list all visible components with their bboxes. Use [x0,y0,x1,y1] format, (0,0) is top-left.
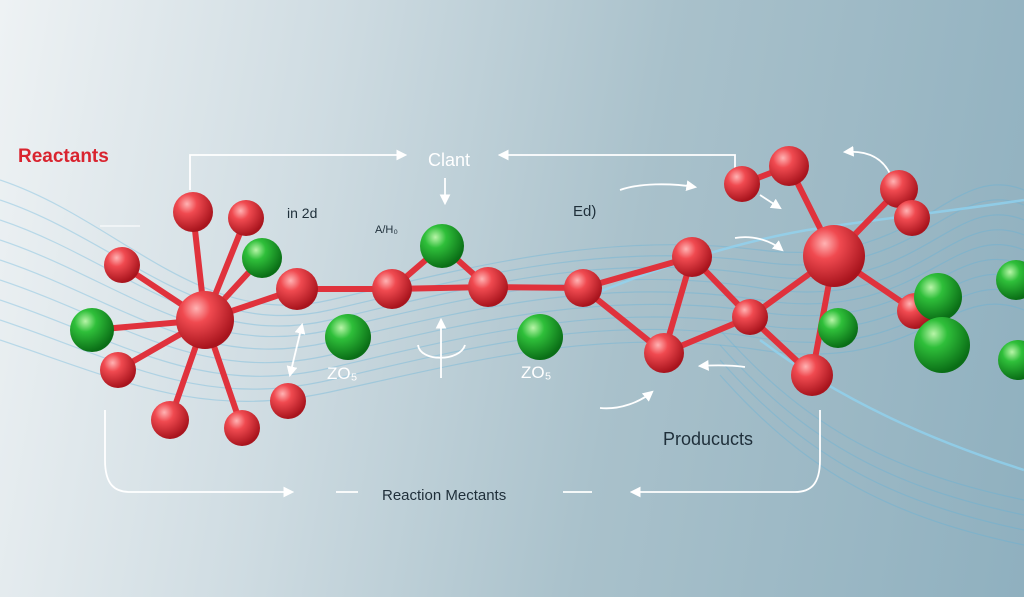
red-atom [564,269,602,307]
red-atom [468,267,508,307]
red-atom [100,352,136,388]
footer-label: Reaction Mectants [382,487,507,504]
green-atom [517,314,563,360]
green-atom [242,238,282,278]
products-label: Producucts [663,429,754,449]
frame-arrows [100,145,893,498]
green-atom [996,260,1024,300]
bottom-right-arrow [629,410,821,498]
red-atom [894,200,930,236]
center-label: Clant [428,150,471,170]
atoms [70,146,1024,446]
red-atom [276,268,318,310]
short-arrow [759,194,782,210]
double-arrow [286,322,306,378]
red-atom [372,269,412,309]
wave-background [0,179,1024,546]
reactants-title: Reactants [18,146,109,167]
curved-arrow-bottom [599,390,654,410]
right-arrow-1 [619,180,698,191]
formula-left-label: ZO₅ [327,364,358,383]
red-atom [104,247,140,283]
rotation-arrow [417,344,466,359]
green-atom [998,340,1024,380]
red-atom [228,200,264,236]
red-atom [791,354,833,396]
red-atom [270,383,306,419]
red-atom [803,225,865,287]
green-atom [914,273,962,321]
red-atom [672,237,712,277]
left-note: in 2d [287,205,318,221]
curved-arrow-top [842,145,893,179]
green-atom [325,314,371,360]
left-arrow [697,360,746,371]
red-atom [151,401,189,439]
green-atom [818,308,858,348]
red-atom [880,170,918,208]
top-right-arrow [497,149,736,190]
right-arrow-2 [734,236,784,252]
red-atom [769,146,809,186]
red-atom [173,192,213,232]
red-atom [732,299,768,335]
bottom-left-arrow [104,410,295,498]
formula-small-label: A/H₀ [375,224,398,236]
red-atom [724,166,760,202]
red-atom [176,291,234,349]
right-note: Ed) [573,203,597,220]
green-atom [420,224,464,268]
top-left-arrow [189,149,408,190]
green-atom [914,317,970,373]
red-atom [224,410,260,446]
green-atom [70,308,114,352]
red-atom [644,333,684,373]
formula-right-label: ZO₅ [521,363,552,382]
